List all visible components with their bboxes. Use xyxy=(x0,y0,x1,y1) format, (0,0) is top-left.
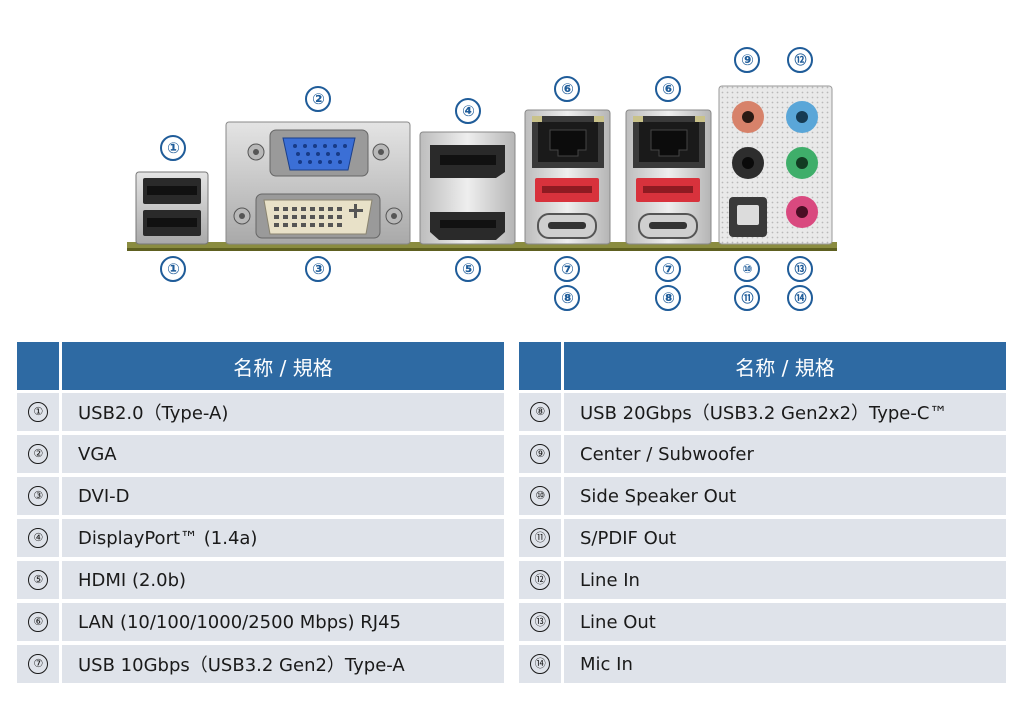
pcb-edge xyxy=(127,242,837,250)
row-name: Side Speaker Out xyxy=(564,477,1006,515)
callout-11: ⑪ xyxy=(734,285,760,311)
row-number: ⑥ xyxy=(28,612,48,632)
callout-6b: ⑥ xyxy=(655,76,681,102)
callout-14: ⑭ xyxy=(787,285,813,311)
spec-table-right: 名称 / 規格 ⑧ USB 20Gbps（USB3.2 Gen2x2）Type-… xyxy=(519,342,1006,686)
callout-1-bottom: ① xyxy=(160,256,186,282)
callout-7a: ⑦ xyxy=(554,256,580,282)
row-number: ⑬ xyxy=(530,612,550,632)
callout-6a: ⑥ xyxy=(554,76,580,102)
row-number: ③ xyxy=(28,486,48,506)
row-number: ⑭ xyxy=(530,654,550,674)
spec-table-left: 名称 / 規格 ① USB2.0（Type-A) ② VGA ③ DVI-D ④… xyxy=(17,342,504,686)
row-name: Mic In xyxy=(564,645,1006,683)
callout-3: ③ xyxy=(305,256,331,282)
usb2-port-stack xyxy=(135,171,209,245)
row-name: Line Out xyxy=(564,603,1006,641)
row-number: ⑧ xyxy=(530,402,550,422)
row-number: ⑨ xyxy=(530,444,550,464)
row-name: HDMI (2.0b) xyxy=(62,561,504,599)
dp-hdmi-block xyxy=(419,131,516,245)
lan-usb-block-2 xyxy=(625,109,712,245)
callout-13: ⑬ xyxy=(787,256,813,282)
row-number: ① xyxy=(28,402,48,422)
row-name: USB2.0（Type-A) xyxy=(62,393,504,431)
row-number: ④ xyxy=(28,528,48,548)
callout-7b: ⑦ xyxy=(655,256,681,282)
row-name: USB 20Gbps（USB3.2 Gen2x2）Type-C™ xyxy=(564,393,1006,431)
callout-12: ⑫ xyxy=(787,47,813,73)
row-number: ⑦ xyxy=(28,654,48,674)
io-panel-illustration xyxy=(127,85,837,251)
header-label: 名称 / 規格 xyxy=(62,342,504,390)
callout-9: ⑨ xyxy=(734,47,760,73)
row-name: Line In xyxy=(564,561,1006,599)
callout-4: ④ xyxy=(455,98,481,124)
row-name: LAN (10/100/1000/2500 Mbps) RJ45 xyxy=(62,603,504,641)
io-panel-diagram: ① ① ② ③ ④ ⑤ ⑥ ⑥ ⑦ ⑧ ⑦ ⑧ ⑨ ⑫ ⑩ ⑪ ⑬ ⑭ xyxy=(0,0,1020,330)
callout-8b: ⑧ xyxy=(655,285,681,311)
row-name: VGA xyxy=(62,435,504,473)
header-label: 名称 / 規格 xyxy=(564,342,1006,390)
row-name: USB 10Gbps（USB3.2 Gen2）Type-A xyxy=(62,645,504,683)
callout-2: ② xyxy=(305,86,331,112)
row-name: DisplayPort™ (1.4a) xyxy=(62,519,504,557)
row-number: ⑫ xyxy=(530,570,550,590)
vga-dvi-bracket xyxy=(225,121,411,245)
audio-block xyxy=(718,85,833,245)
row-number: ⑤ xyxy=(28,570,48,590)
row-name: S/PDIF Out xyxy=(564,519,1006,557)
callout-1-top: ① xyxy=(160,135,186,161)
lan-usb-block-1 xyxy=(524,109,611,245)
row-number: ② xyxy=(28,444,48,464)
callout-5: ⑤ xyxy=(455,256,481,282)
callout-10: ⑩ xyxy=(734,256,760,282)
row-number: ⑩ xyxy=(530,486,550,506)
row-name: Center / Subwoofer xyxy=(564,435,1006,473)
row-name: DVI-D xyxy=(62,477,504,515)
row-number: ⑪ xyxy=(530,528,550,548)
callout-8a: ⑧ xyxy=(554,285,580,311)
